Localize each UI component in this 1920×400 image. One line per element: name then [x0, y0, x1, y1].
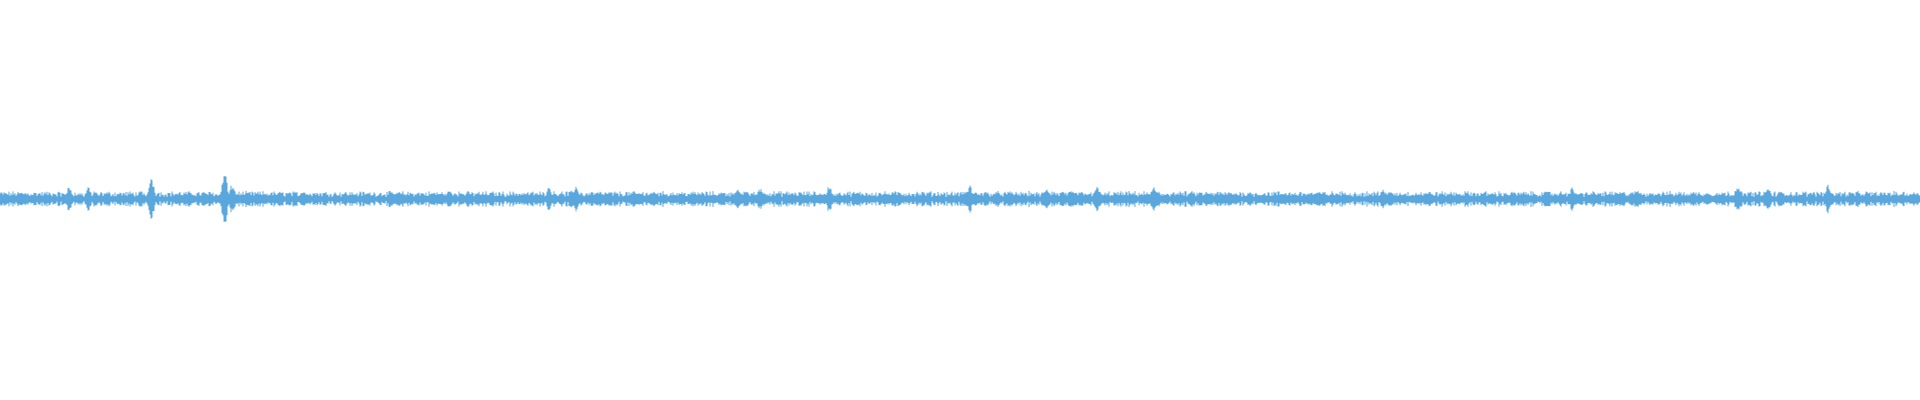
waveform-path [0, 176, 1920, 222]
